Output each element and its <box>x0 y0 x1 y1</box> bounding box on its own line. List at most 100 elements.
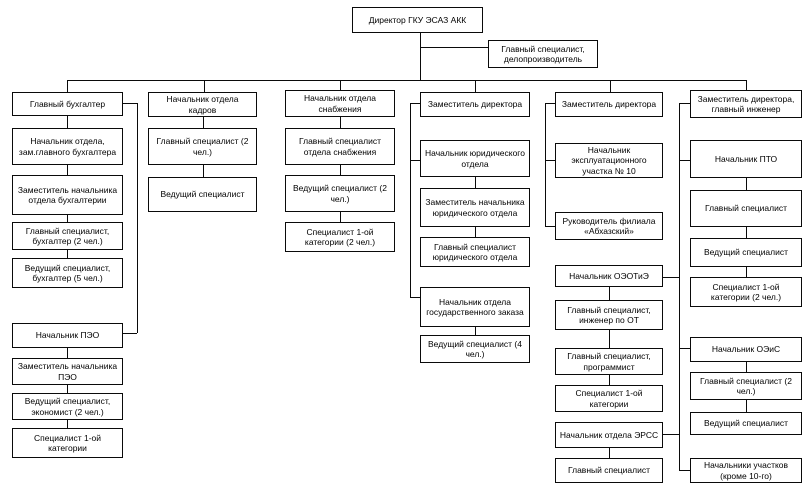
connector-line <box>475 327 476 335</box>
org-node-spec-1cat-oeotie: Специалист 1-ой категории <box>555 385 663 412</box>
connector-line <box>123 333 137 334</box>
org-node-lead-spec-oeis: Ведущий специалист <box>690 412 802 435</box>
connector-line <box>746 267 747 277</box>
org-node-head-oeis: Начальник ОЭиС <box>690 337 802 362</box>
connector-line <box>67 420 68 428</box>
connector-line <box>663 434 679 435</box>
org-node-deputy-director-2: Заместитель директора <box>555 92 663 117</box>
org-node-head-legal: Начальник юридического отдела <box>420 140 530 177</box>
org-node-deputy-director-chief-engineer: Заместитель директора, главный инженер <box>690 90 802 118</box>
connector-line <box>609 330 610 348</box>
connector-line <box>545 103 555 104</box>
org-node-label: Ведущий специалист <box>160 189 245 200</box>
org-node-label: Заместитель начальника ПЭО <box>17 361 118 382</box>
connector-line <box>67 80 68 92</box>
org-node-chief-spec-legal: Главный специалист юридического отдела <box>420 237 530 267</box>
org-node-dept-head-deputy-chief-accountant: Начальник отдела, зам.главного бухгалтер… <box>12 128 123 165</box>
org-node-label: Начальник отдела, зам.главного бухгалтер… <box>18 136 117 157</box>
org-node-head-state-order: Начальник отдела государственного заказа <box>420 287 530 327</box>
connector-line <box>746 362 747 372</box>
connector-line <box>609 287 610 300</box>
org-node-chief-spec-programmer: Главный специалист, программист <box>555 348 663 375</box>
org-node-chief-spec-accountant: Главный специалист, бухгалтер (2 чел.) <box>12 222 123 250</box>
connector-line <box>203 165 204 177</box>
connector-line <box>137 103 138 333</box>
org-node-label: Ведущий специалист <box>703 418 789 429</box>
org-node-label: Заместитель директора <box>427 99 523 110</box>
org-node-lead-spec-economist: Ведущий специалист, экономист (2 чел.) <box>12 393 123 420</box>
org-node-label: Руководитель филиала «Абхазский» <box>562 215 656 237</box>
connector-line <box>610 80 611 92</box>
org-node-head-supply: Начальник отдела снабжения <box>285 90 395 117</box>
org-node-label: Главный специалист юридического отдела <box>432 241 518 263</box>
org-node-head-site-10: Начальник эксплуатационного участка № 10 <box>555 143 663 178</box>
connector-line <box>663 277 679 278</box>
org-node-chief-accountant: Главный бухгалтер <box>12 92 123 116</box>
connector-line <box>679 103 690 104</box>
connector-line <box>475 80 476 92</box>
connector-line <box>746 80 747 90</box>
org-node-label: Главный специалист (2 чел.) <box>700 375 792 397</box>
org-node-head-erss: Начальник отдела ЭРСС <box>555 422 663 448</box>
org-node-heads-of-sites: Начальники участков (кроме 10-го) <box>690 458 802 483</box>
org-node-label: Специалист 1-ой категории (2 чел.) <box>710 281 782 303</box>
connector-line <box>420 33 421 80</box>
org-node-lead-spec-accountant: Ведущий специалист, бухгалтер (5 чел.) <box>12 258 123 288</box>
org-node-label: Начальник ОЭОТиЭ <box>569 270 649 281</box>
org-node-label: Заместитель директора <box>561 99 657 110</box>
org-node-label: Главный специалист, инженер по ОТ <box>567 304 651 326</box>
org-node-lead-spec-pto: Ведущий специалист <box>690 238 802 267</box>
connector-line <box>410 103 411 297</box>
connector-line <box>679 160 690 161</box>
org-node-chief-spec-supply: Главный специалист отдела снабжения <box>285 128 395 165</box>
org-node-head-oeotie: Начальник ОЭОТиЭ <box>555 265 663 287</box>
connector-line <box>679 103 680 470</box>
org-node-label: Начальники участков (кроме 10-го) <box>703 460 789 481</box>
org-node-head-pto: Начальник ПТО <box>690 140 802 178</box>
org-node-label: Главный специалист <box>567 465 651 476</box>
org-node-deputy-head-accounting: Заместитель начальника отдела бухгалтери… <box>12 175 123 215</box>
connector-line <box>203 117 204 128</box>
connector-line <box>420 47 488 48</box>
connector-line <box>67 165 68 175</box>
connector-line <box>609 375 610 385</box>
org-node-head-hr: Начальник отдела кадров <box>148 92 257 117</box>
org-node-chief-spec-oeis: Главный специалист (2 чел.) <box>690 372 802 400</box>
connector-line <box>340 212 341 222</box>
org-node-chief-spec-hr: Главный специалист (2 чел.) <box>148 128 257 165</box>
connector-line <box>545 160 555 161</box>
connector-line <box>67 80 746 81</box>
connector-line <box>340 165 341 175</box>
org-node-deputy-head-peo: Заместитель начальника ПЭО <box>12 358 123 385</box>
org-node-label: Начальник отдела снабжения <box>304 93 376 114</box>
org-node-label: Специалист 1-ой категории <box>575 388 643 409</box>
org-node-label: Главный специалист, программист <box>567 351 651 372</box>
org-node-director: Директор ГКУ ЭСАЗ АКК <box>352 7 483 33</box>
connector-line <box>67 250 68 258</box>
connector-line <box>410 160 420 161</box>
org-node-label: Начальник ПТО <box>714 153 778 164</box>
org-node-label: Заместитель директора, главный инженер <box>697 93 795 115</box>
org-node-label: Начальник отдела ЭРСС <box>559 429 659 440</box>
connector-line <box>67 116 68 128</box>
connector-line <box>679 470 690 471</box>
org-node-label: Начальник отдела государственного заказа <box>426 296 524 318</box>
org-node-label: Главный специалист, бухгалтер (2 чел.) <box>25 225 110 247</box>
org-node-chief-spec-safety: Главный специалист, инженер по ОТ <box>555 300 663 330</box>
connector-line <box>475 177 476 188</box>
org-node-lead-spec-state-order: Ведущий специалист (4 чел.) <box>420 335 530 363</box>
org-node-label: Главный бухгалтер <box>29 98 106 109</box>
org-node-label: Заместитель начальника отдела бухгалтери… <box>17 184 118 206</box>
org-node-label: Начальник юридического отдела <box>425 148 525 169</box>
org-node-label: Начальник ПЭО <box>35 330 100 341</box>
org-node-label: Начальник отдела кадров <box>166 94 239 115</box>
org-node-spec-1cat-supply: Специалист 1-ой категории (2 чел.) <box>285 222 395 252</box>
connector-line <box>609 448 610 458</box>
org-node-deputy-head-legal: Заместитель начальника юридического отде… <box>420 188 530 227</box>
connector-line <box>746 178 747 190</box>
connector-line <box>340 80 341 90</box>
connector-line <box>679 348 690 349</box>
org-node-lead-spec-hr: Ведущий специалист <box>148 177 257 212</box>
org-node-chief-spec-erss: Главный специалист <box>555 458 663 483</box>
